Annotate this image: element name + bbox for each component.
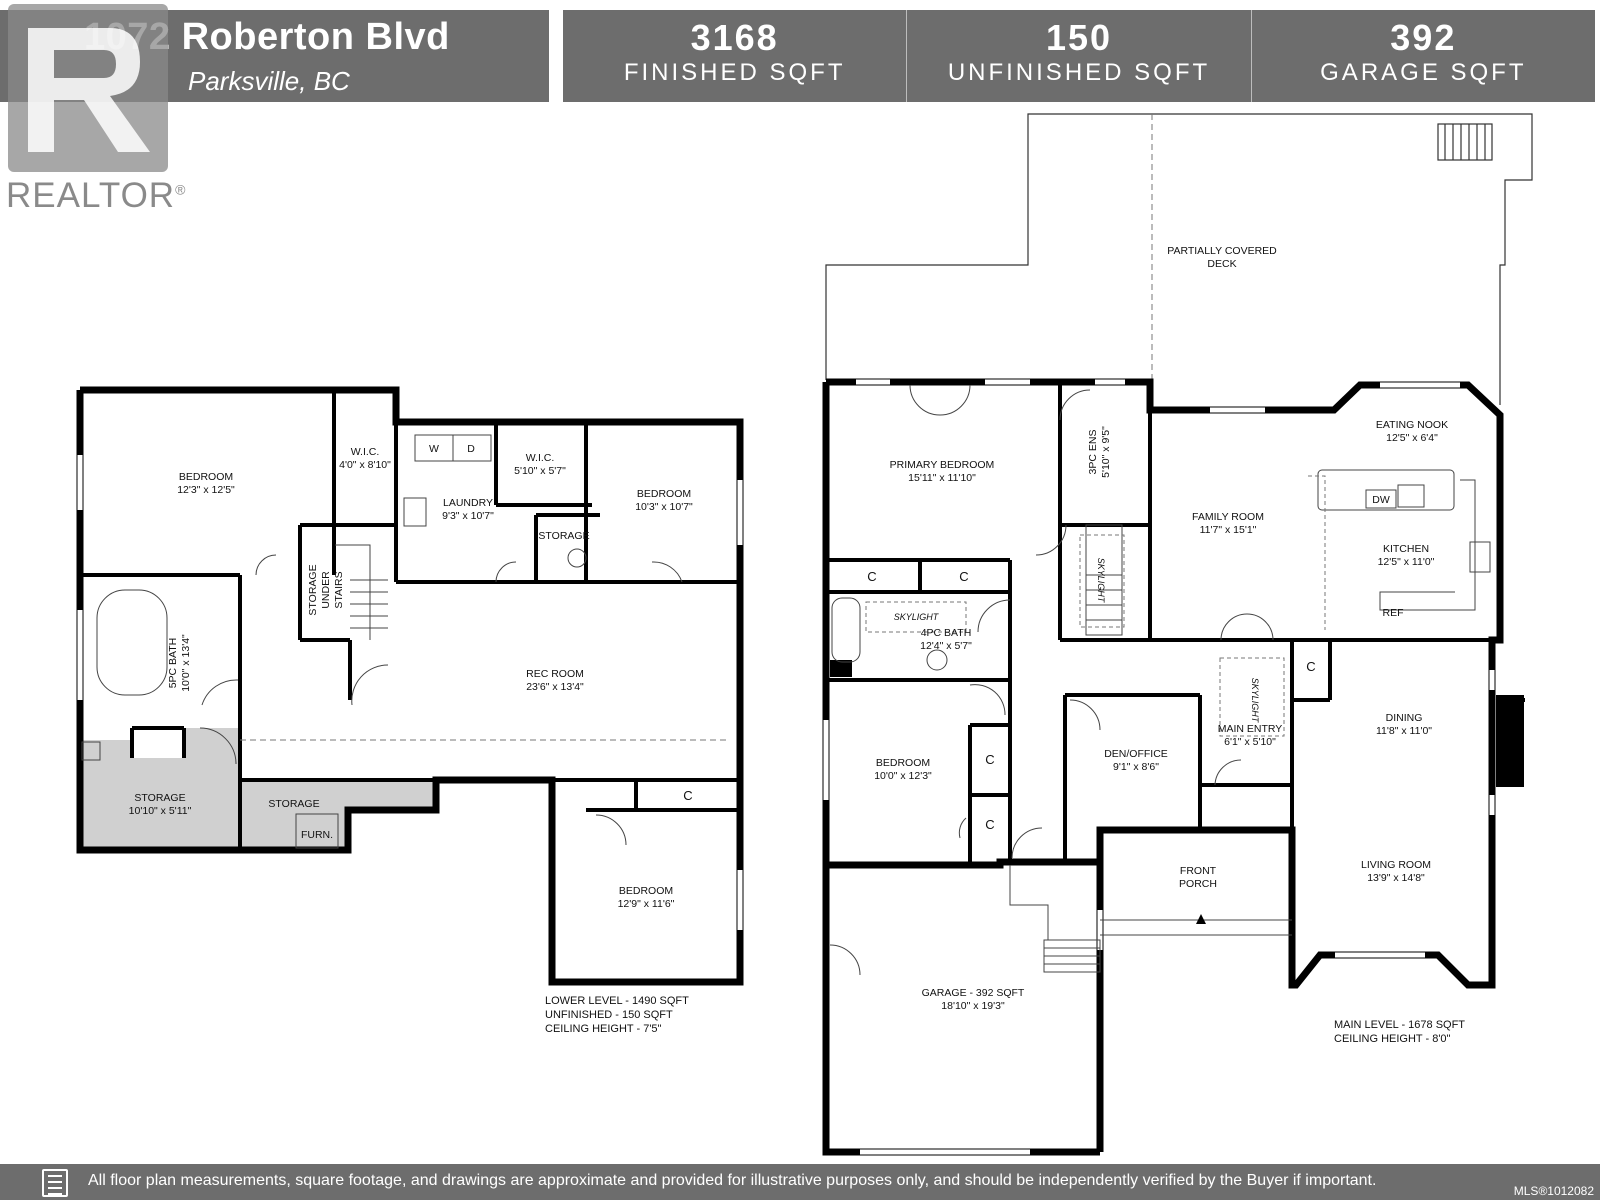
closet-bedroom-2: C [985,817,994,832]
lower-closet-label: C [683,788,692,803]
lower-level-plan: BEDROOM 12'3" x 12'5" W.I.C. 4'0" x 8'10… [76,386,744,1035]
deck-line2: DECK [1207,258,1236,270]
kitchen-name: KITCHEN [1383,543,1429,555]
main-level-plan: PARTIALLY COVERED DECK PRIMARY BEDROOM 1… [822,113,1533,1156]
dining-dims: 11'8" x 11'0" [1376,725,1432,737]
lower-storage-name: STORAGE [134,792,185,804]
primary-bedroom-dims: 15'11" x 11'10" [908,472,976,484]
stat-garage-label: GARAGE SQFT [1320,59,1527,86]
dryer-label: D [467,443,475,455]
den-name: DEN/OFFICE [1104,748,1168,760]
skylight-stair: SKYLIGHT [1096,558,1106,604]
lower-wic2-name: W.I.C. [526,452,555,464]
ensuite-dims: 5'10" x 9'5" [1100,426,1112,478]
bath5pc-name: 5PC BATH [167,638,179,689]
furnace-label: FURN. [301,829,333,841]
lower-bedroom2-dims: 10'3" x 10'7" [635,501,693,513]
lower-summary-3: CEILING HEIGHT - 7'5" [545,1023,662,1035]
disclaimer-bar: All floor plan measurements, square foot… [0,1164,1600,1200]
stat-garage-value: 392 [1390,17,1457,58]
washer-label: W [429,443,439,455]
skylight-entry: SKYLIGHT [1250,678,1260,724]
main-summary-1: MAIN LEVEL - 1678 SQFT [1334,1019,1465,1031]
lower-storage-small-name: STORAGE [538,530,589,542]
living-room-dims: 13'9" x 14'8" [1367,872,1425,884]
family-room-dims: 11'7" x 15'1" [1200,524,1257,536]
deck-line1: PARTIALLY COVERED [1167,245,1277,257]
stat-unfinished-label: UNFINISHED SQFT [947,59,1211,86]
main-entry-name: MAIN ENTRY [1218,723,1283,735]
realtor-registered: ® [175,181,187,198]
disclaimer-text: All floor plan measurements, square foot… [88,1172,1377,1189]
sqft-stats-banner: 3168 FINISHED SQFT 150 UNFINISHED SQFT 3… [563,10,1595,102]
lower-bedroom2-name: BEDROOM [637,488,691,500]
realtor-wordmark: REALTOR® [6,176,186,216]
garage-name: GARAGE - 392 SQFT [922,987,1025,999]
porch-line2: PORCH [1179,878,1217,890]
furnace-storage-name: STORAGE [268,798,319,810]
rec-room-dims: 23'6" x 13'4" [526,681,584,693]
stat-finished-value: 3168 [690,17,779,58]
closet-entry: C [1306,659,1315,674]
under-stairs-3: STAIRS [333,571,345,608]
eating-nook-name: EATING NOOK [1376,419,1448,431]
lower-summary-1: LOWER LEVEL - 1490 SQFT [545,995,689,1007]
lower-bedroom1-name: BEDROOM [179,471,233,483]
dishwasher-label: DW [1372,494,1390,506]
rec-room-name: REC ROOM [526,668,584,680]
lower-wic1-name: W.I.C. [351,446,380,458]
fridge-label: REF [1383,607,1404,619]
main-entry-dims: 6'1" x 5'10" [1224,736,1276,748]
family-room-name: FAMILY ROOM [1192,511,1264,523]
fireplace [1496,695,1524,787]
realtor-text: REALTOR [6,176,176,215]
realtor-r-icon [8,4,168,172]
main-bedroom-name: BEDROOM [876,757,930,769]
lower-wic2-dims: 5'10" x 5'7" [514,465,566,477]
closet-bedroom-1: C [985,752,994,767]
living-room-name: LIVING ROOM [1361,859,1431,871]
closet-primary-2: C [959,569,968,584]
address-city: Parksville, BC [188,66,350,96]
dining-name: DINING [1386,712,1423,724]
main-bedroom-dims: 10'0" x 12'3" [874,770,932,782]
garage-dims: 18'10" x 19'3" [941,1000,1005,1012]
bath5pc-dims: 10'0" x 13'4" [180,634,192,692]
lower-summary-2: UNFINISHED - 150 SQFT [545,1009,673,1021]
eating-nook-dims: 12'5" x 6'4" [1386,432,1438,444]
lower-bedroom3-name: BEDROOM [619,885,673,897]
kitchen-dims: 12'5" x 11'0" [1378,556,1435,568]
lower-storage-shade [80,728,240,850]
stat-finished: 3168 FINISHED SQFT [563,10,908,102]
lower-storage-dims: 10'10" x 5'11" [129,805,192,817]
document-icon [42,1169,68,1197]
laundry-name: LAUNDRY [443,497,493,509]
furnace-storage-shade [242,780,436,850]
stat-unfinished: 150 UNFINISHED SQFT [907,10,1252,102]
stat-unfinished-value: 150 [1045,17,1113,58]
lower-wic1-dims: 4'0" x 8'10" [339,459,391,471]
under-stairs-1: STORAGE [307,564,319,615]
main-summary-2: CEILING HEIGHT - 8'0" [1334,1033,1451,1045]
realtor-logo: REALTOR® [0,0,185,215]
under-stairs-2: UNDER [320,571,332,609]
ensuite-name: 3PC ENS [1087,430,1099,475]
primary-bedroom-name: PRIMARY BEDROOM [890,459,995,471]
porch-line1: FRONT [1180,865,1217,877]
skylight-bath: SKYLIGHT [894,612,940,622]
bath4pc-dims: 12'4" x 5'7" [920,640,972,652]
lower-bedroom1-dims: 12'3" x 12'5" [177,484,235,496]
stat-garage: 392 GARAGE SQFT [1252,10,1595,102]
closet-primary-1: C [867,569,876,584]
stat-finished-label: FINISHED SQFT [623,59,846,86]
bath4pc-name: 4PC BATH [921,627,972,639]
lower-bedroom3-dims: 12'9" x 11'6" [618,898,675,910]
den-dims: 9'1" x 8'6" [1113,761,1159,773]
laundry-dims: 9'3" x 10'7" [442,510,494,522]
mls-number: MLS®1012082 [1513,1184,1594,1198]
